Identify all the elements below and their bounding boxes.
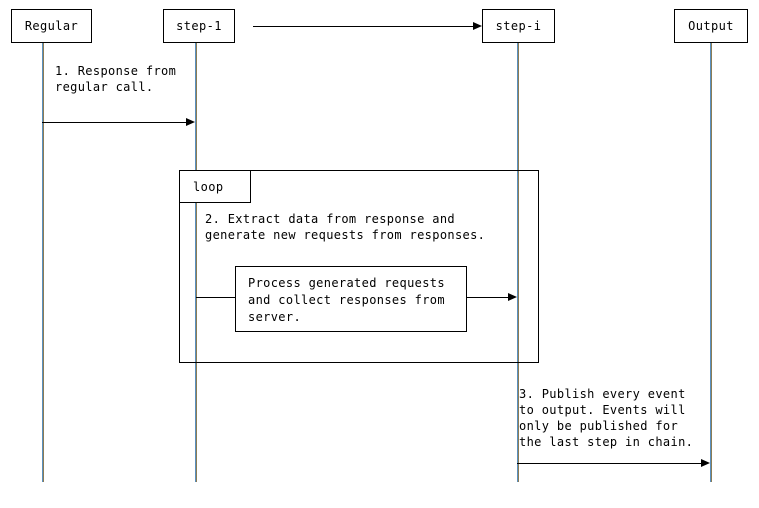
loop-fragment-body-text: 2. Extract data from response and genera… xyxy=(205,212,486,242)
loop-fragment-operator-label: loop xyxy=(180,171,251,203)
participant-output[interactable]: Output xyxy=(674,9,748,43)
participant-regular[interactable]: Regular xyxy=(11,9,92,43)
participant-step-1-label: step-1 xyxy=(176,19,222,33)
participant-step-1[interactable]: step-1 xyxy=(163,9,235,43)
loop-operator-text: loop xyxy=(193,179,224,194)
lifeline-step-1 xyxy=(195,43,197,482)
participant-step-i-label: step-i xyxy=(495,19,542,33)
loop-fragment xyxy=(179,170,539,363)
message-line-response-from-regular xyxy=(42,122,186,123)
note-process-generated-requests: Process generated requests and collect r… xyxy=(235,266,467,332)
lifeline-regular xyxy=(42,43,44,482)
message-line-publish-every-event xyxy=(517,463,701,464)
message-line-chain-continuation xyxy=(253,26,473,27)
participant-step-i[interactable]: step-i xyxy=(482,9,555,43)
message-arrowhead-response-from-regular xyxy=(186,118,195,126)
message-arrowhead-chain-continuation xyxy=(473,22,482,30)
lifeline-output xyxy=(710,43,712,482)
lifeline-step-i xyxy=(517,43,519,482)
participant-regular-label: Regular xyxy=(24,19,79,33)
message-arrowhead-process-generated-requests xyxy=(508,293,517,301)
message-label-response-from-regular: 1. Response from regular call. xyxy=(55,64,177,94)
participant-output-label: Output xyxy=(688,19,734,33)
message-label-publish-every-event: 3. Publish every event to output. Events… xyxy=(519,387,694,449)
message-arrowhead-publish-every-event xyxy=(701,459,710,467)
